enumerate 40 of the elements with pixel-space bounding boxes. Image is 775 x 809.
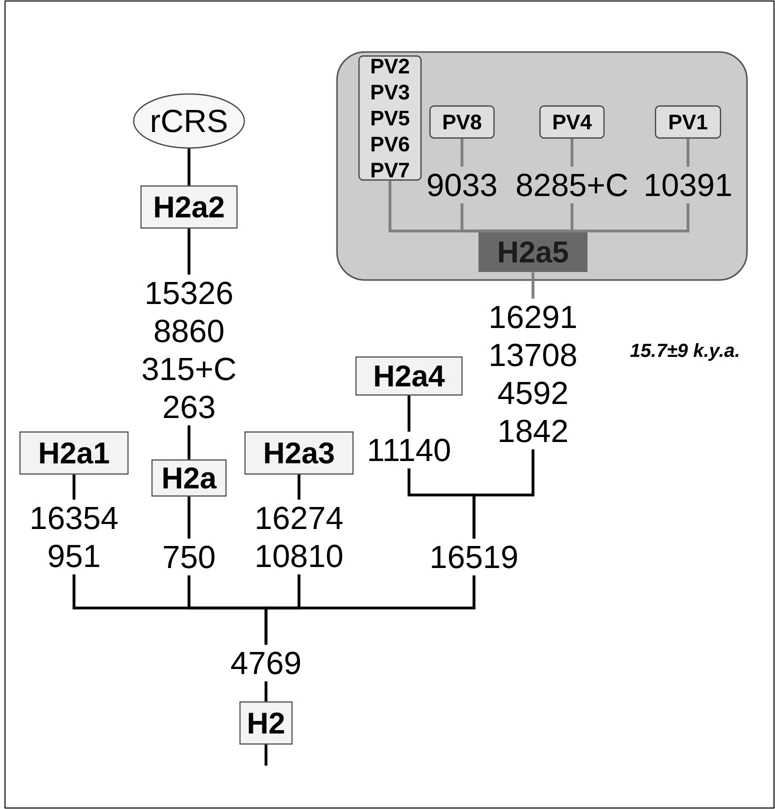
mutation-label: 750: [164, 546, 214, 568]
branch-line: [686, 138, 690, 167]
haplogroup-box: H2a5: [478, 232, 588, 272]
haplogroup-box: H2a4: [355, 356, 463, 396]
haplogroup-box: H2a3: [244, 431, 354, 475]
haplogroup-box: H2: [239, 701, 293, 745]
sample-box: PV2 PV3 PV5 PV6 PV7: [358, 55, 422, 181]
mutation-label: 15326 8860 315+C 263: [142, 282, 236, 418]
branch-line: [460, 203, 534, 233]
sample-box: PV4: [539, 105, 605, 139]
branch-line: [532, 272, 534, 299]
mutation-label: 16354 951: [32, 506, 118, 568]
branch-line: [408, 396, 410, 432]
mutation-label: 9033: [428, 174, 496, 196]
haplogroup-box: H2a: [151, 459, 227, 497]
haplogroup-box: H2a2: [140, 185, 238, 229]
mutation-label: 8285+C: [516, 174, 628, 196]
branch-line: [72, 474, 76, 500]
sample-box: PV8: [429, 105, 495, 139]
branch-line: [264, 681, 268, 702]
branch-line: [188, 425, 190, 460]
branch-line: [532, 203, 690, 233]
haplogroup-box: H2a1: [19, 431, 129, 475]
branch-line: [460, 138, 464, 167]
branch-line: [472, 449, 534, 539]
mutation-label: 4769: [231, 652, 300, 674]
sample-box: PV1: [654, 105, 722, 139]
branch-line: [570, 138, 574, 167]
mutation-label: 16274 10810: [256, 506, 343, 568]
branch-line: [264, 575, 476, 645]
mutation-label: 10391: [646, 174, 731, 196]
branch-line: [298, 474, 300, 500]
mutation-label: 16291 13708 4592 1842: [490, 306, 576, 442]
mutation-label: 11140: [369, 438, 450, 462]
branch-line: [188, 496, 190, 539]
branch-line: [264, 744, 268, 766]
age-estimate: 15.7±9 k.y.a.: [630, 343, 738, 361]
branch-line: [188, 148, 190, 186]
branch-line: [188, 228, 190, 275]
mutation-label: 16519: [432, 546, 517, 568]
